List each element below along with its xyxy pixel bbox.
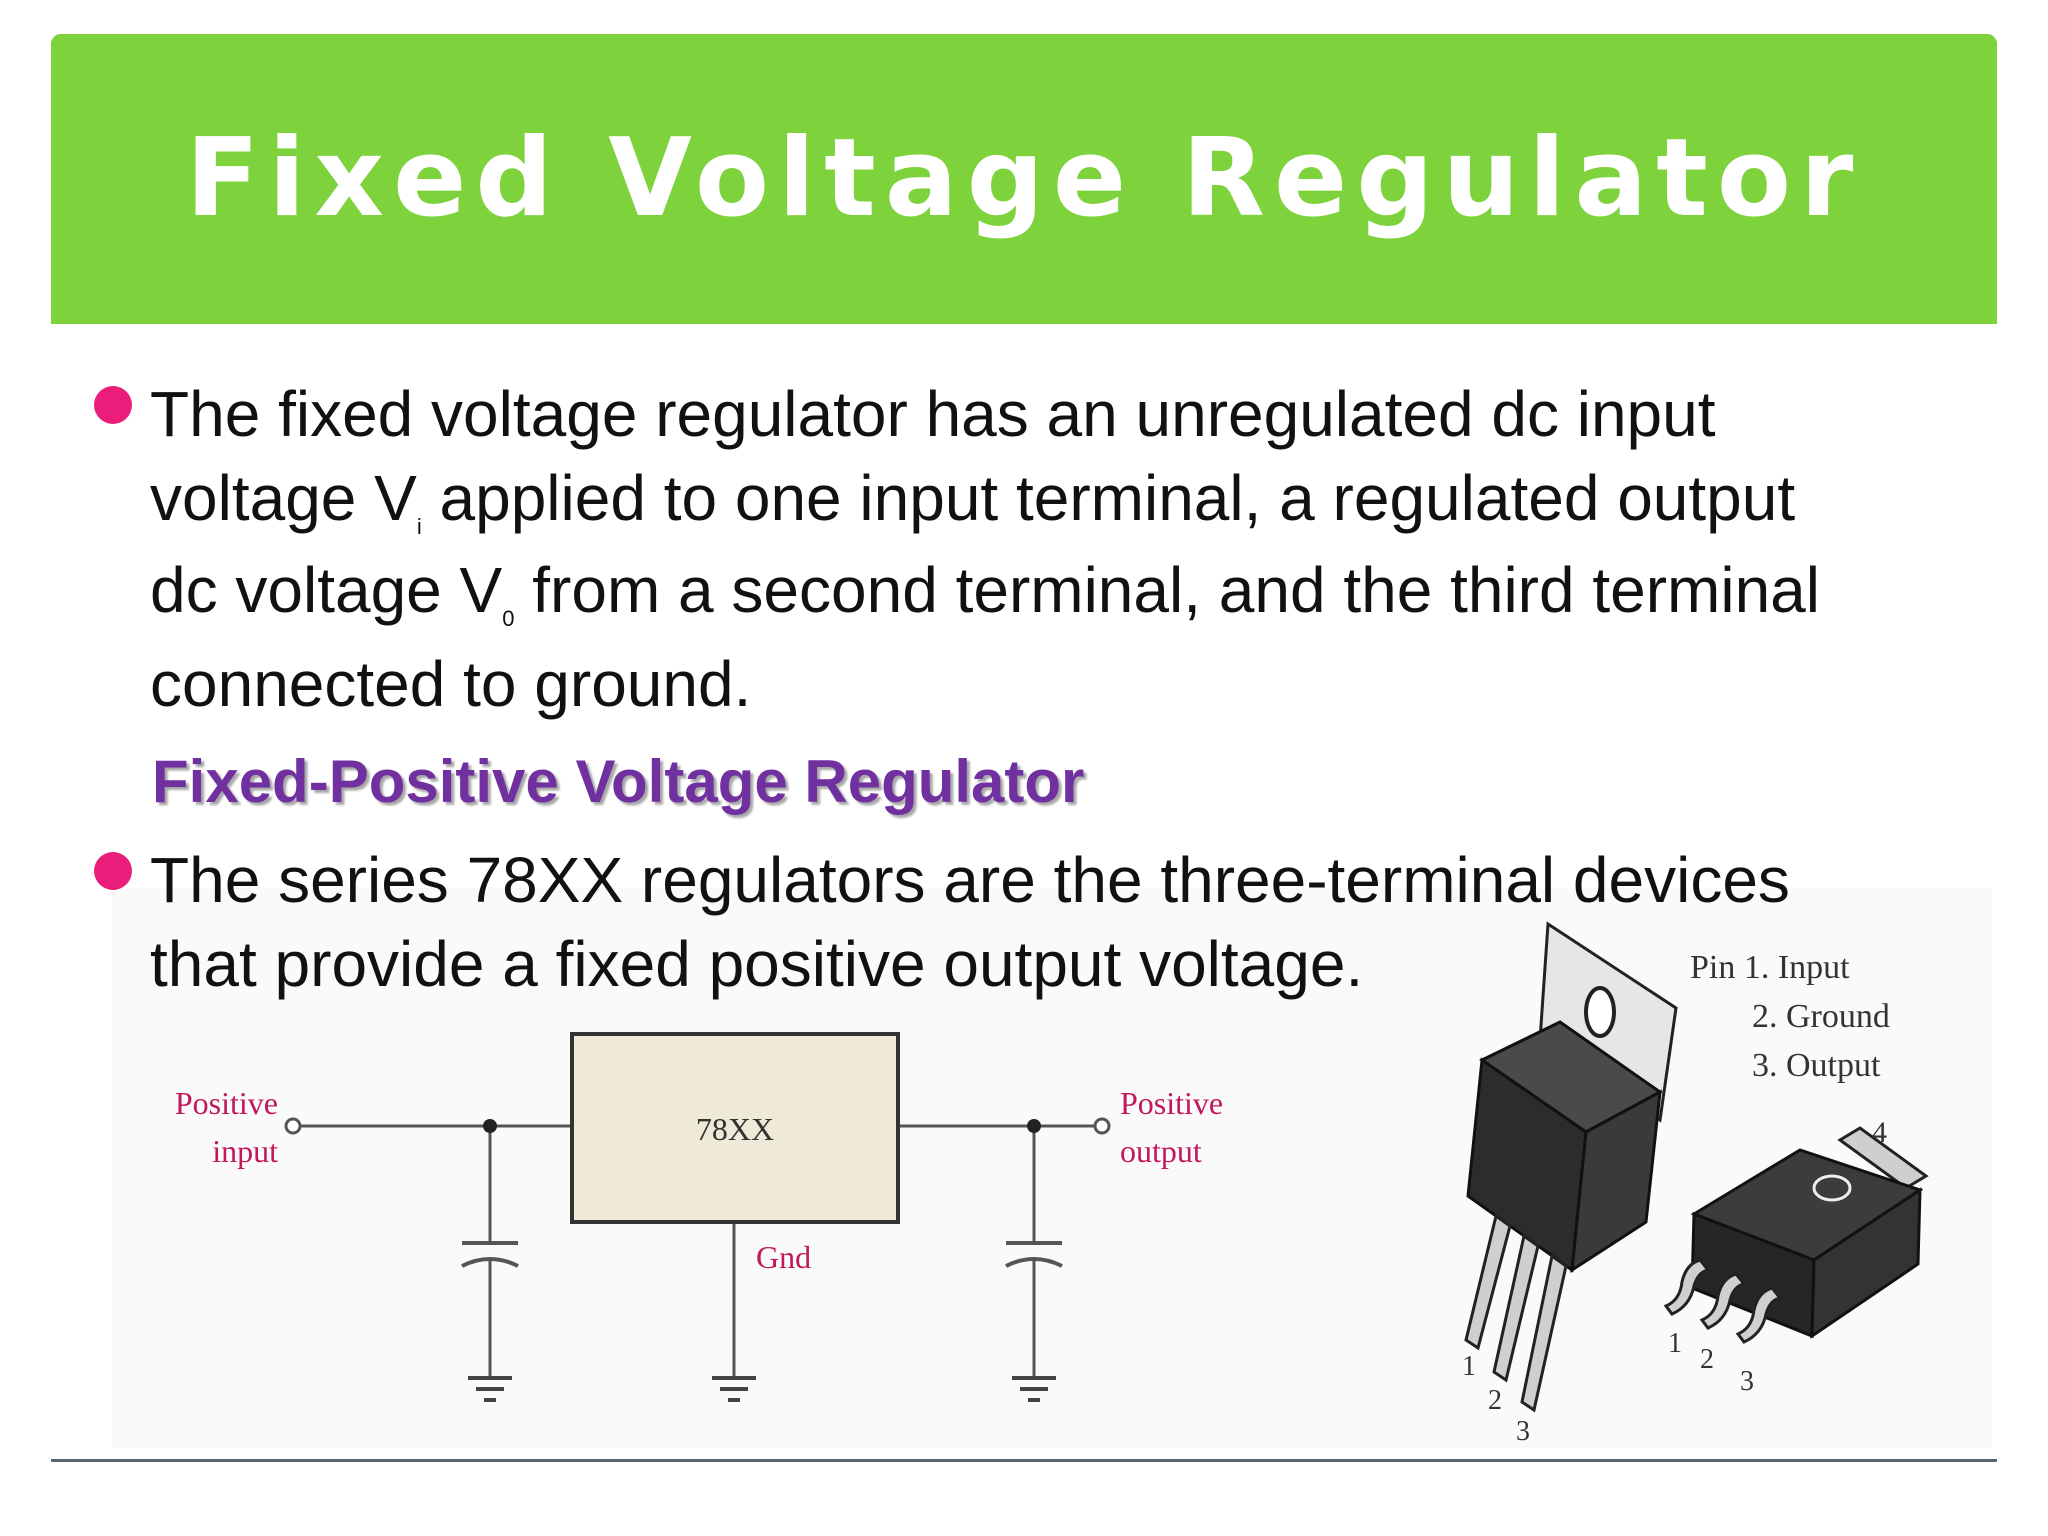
bullet-dot (94, 852, 132, 890)
smd-pin-1: 1 (1668, 1328, 1682, 1359)
bullet1-line3: dc voltage V0 from a second terminal, an… (150, 554, 1820, 631)
bottom-divider (51, 1459, 1997, 1462)
slide-title: Fixed Voltage Regulator (185, 116, 1863, 241)
subscript-i: i (416, 514, 422, 539)
smd-pin-3: 3 (1740, 1366, 1754, 1397)
smd-pin-2: 2 (1700, 1344, 1714, 1375)
pin-legend-2: 2. Ground (1752, 998, 1890, 1035)
chip-label: 78XX (696, 1111, 774, 1147)
smd-package: 1 2 3 4 (1663, 1116, 1929, 1397)
subheading: Fixed-Positive Voltage Regulator (152, 748, 1085, 815)
pin-legend-1: Pin 1. Input (1690, 949, 1850, 986)
junction-dot (483, 1119, 497, 1133)
ground-symbol (712, 1376, 756, 1402)
junction-dot (1027, 1119, 1041, 1133)
subscript-0: 0 (502, 606, 515, 631)
to220-pin-1: 1 (1462, 1351, 1476, 1382)
output-label-line1: Positive (1120, 1085, 1223, 1121)
to220-package: 1 2 3 (1462, 921, 1678, 1447)
bullet2-line2: that provide a fixed positive output vol… (150, 928, 1364, 1000)
bullet-dot (94, 386, 132, 424)
ground-symbol (468, 1376, 512, 1402)
to220-pin-3: 3 (1516, 1416, 1530, 1447)
bullet1-line2: voltage Vi applied to one input terminal… (150, 462, 1796, 539)
title-bar: Fixed Voltage Regulator (51, 34, 1997, 324)
input-label-line1: Positive (175, 1085, 278, 1121)
to220-pin-2: 2 (1488, 1385, 1502, 1416)
figure-area (112, 888, 1992, 1448)
bullet2-line1: The series 78XX regulators are the three… (150, 844, 1790, 916)
smd-tab-4: 4 (1872, 1116, 1887, 1149)
ground-symbol (1012, 1376, 1056, 1402)
bullet1-line1: The fixed voltage regulator has an unreg… (150, 378, 1716, 450)
pin-legend-3: 3. Output (1752, 1047, 1881, 1084)
output-label-line2: output (1120, 1133, 1202, 1169)
ground-label: Gnd (756, 1239, 811, 1275)
regulator-chip (570, 1032, 900, 1224)
output-terminal (1093, 1117, 1111, 1135)
input-label-line2: input (212, 1133, 278, 1169)
bullet1-line4: connected to ground. (150, 648, 752, 720)
